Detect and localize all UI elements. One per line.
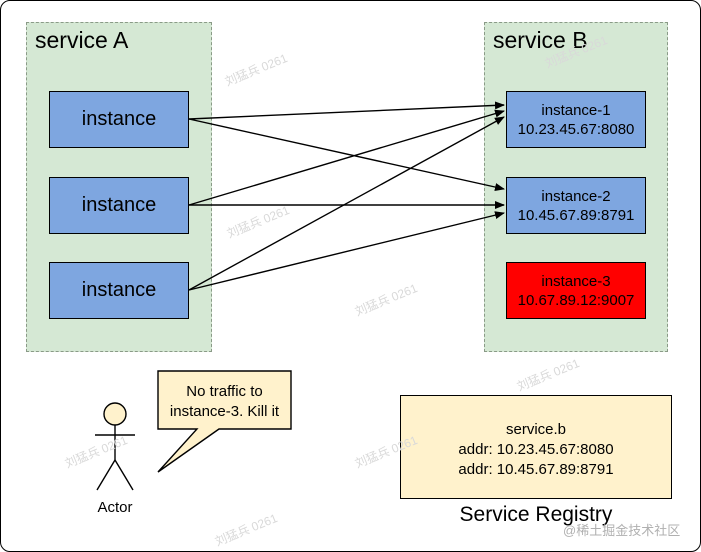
connection-arrow bbox=[188, 101, 505, 120]
instance-label: instance bbox=[81, 279, 157, 301]
instance-name: instance-2 bbox=[541, 187, 611, 205]
callout-bubble bbox=[157, 370, 292, 473]
callout-line-2: instance-3. Kill it bbox=[169, 403, 280, 420]
service-a-title: service A bbox=[35, 27, 129, 53]
service-a-instance-3: instance bbox=[49, 262, 189, 319]
instance-label: instance bbox=[81, 194, 157, 216]
registry-addr-1: addr: 10.23.45.67:8080 bbox=[458, 441, 614, 458]
actor-label: Actor bbox=[97, 499, 133, 516]
instance-label: instance bbox=[81, 108, 157, 130]
instance-addr: 10.67.89.12:9007 bbox=[517, 291, 635, 309]
instance-name: instance-3 bbox=[541, 272, 611, 290]
connection-arrow bbox=[188, 116, 505, 291]
connection-arrow bbox=[188, 211, 505, 291]
actor-figure bbox=[95, 402, 135, 491]
registry-service: service.b bbox=[505, 421, 567, 438]
service-registry-label: Service Registry bbox=[459, 503, 613, 526]
service-b-instance-3: instance-3 10.67.89.12:9007 bbox=[506, 262, 646, 319]
callout-line-1: No traffic to bbox=[186, 383, 263, 400]
service-b-instance-2: instance-2 10.45.67.89:8791 bbox=[506, 177, 646, 234]
service-a-instance-1: instance bbox=[49, 91, 189, 148]
brand-watermark: @稀土掘金技术社区 bbox=[563, 523, 681, 538]
callout-text: No traffic to instance-3. Kill it bbox=[158, 382, 291, 422]
service-b-title: service B bbox=[493, 27, 588, 53]
service-registry-note: service.b addr: 10.23.45.67:8080 addr: 1… bbox=[400, 395, 672, 499]
service-a-instance-2: instance bbox=[49, 177, 189, 234]
service-b-instance-1: instance-1 10.23.45.67:8080 bbox=[506, 91, 646, 148]
connection-arrow bbox=[188, 118, 505, 191]
instance-addr: 10.23.45.67:8080 bbox=[517, 120, 635, 138]
instance-name: instance-1 bbox=[541, 101, 611, 119]
registry-addr-2: addr: 10.45.67.89:8791 bbox=[458, 461, 614, 478]
instance-addr: 10.45.67.89:8791 bbox=[517, 206, 635, 224]
connection-arrow bbox=[188, 109, 505, 206]
